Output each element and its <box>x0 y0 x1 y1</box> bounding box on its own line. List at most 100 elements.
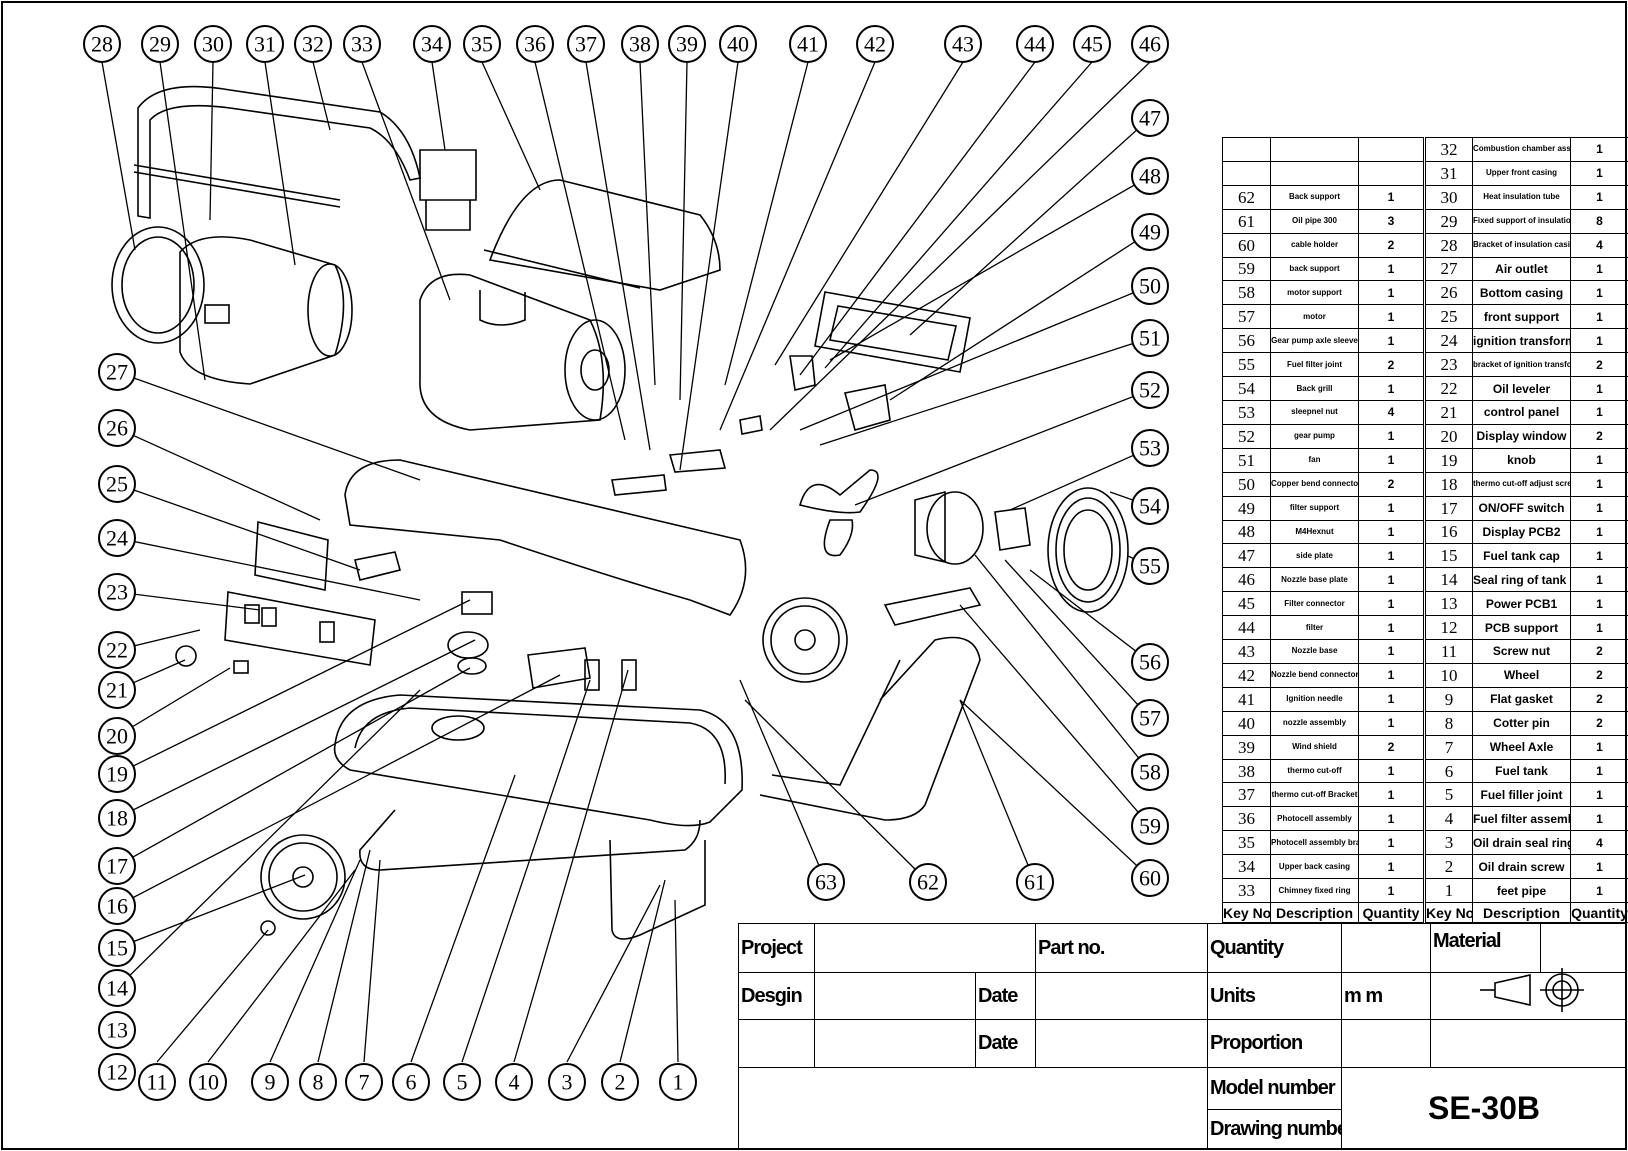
svg-text:61: 61 <box>1024 870 1046 895</box>
bom-key: 3 <box>1423 830 1473 856</box>
project-value[interactable] <box>814 922 1036 974</box>
callout: 59 <box>1131 807 1169 845</box>
bom-key: 53 <box>1222 399 1271 425</box>
handle <box>759 636 981 821</box>
material-value[interactable] <box>1540 922 1627 974</box>
bom-description: filter support <box>1270 495 1359 521</box>
svg-text:29: 29 <box>149 32 171 57</box>
bom-quantity: 1 <box>1358 615 1425 641</box>
bom-key: 24 <box>1423 328 1473 354</box>
bom-key: 44 <box>1222 615 1271 641</box>
callout: 54 <box>1131 487 1169 525</box>
design-label: Desgin <box>738 972 815 1021</box>
bom-key: 47 <box>1222 543 1271 569</box>
projection-cell <box>1430 972 1627 1021</box>
svg-text:35: 35 <box>471 32 493 57</box>
nozzle-assembly <box>739 415 763 435</box>
bom-key: 16 <box>1423 519 1473 545</box>
bom-quantity: 1 <box>1570 304 1628 330</box>
svg-text:60: 60 <box>1139 866 1161 891</box>
callout: 26 <box>98 409 136 447</box>
bom-quantity: 1 <box>1570 519 1628 545</box>
date-value-2[interactable] <box>1035 1019 1208 1068</box>
callout: 51 <box>1131 319 1169 357</box>
design-value[interactable] <box>814 972 976 1021</box>
svg-text:47: 47 <box>1139 106 1161 131</box>
callout: 43 <box>944 25 982 63</box>
proportion-label: Proportion <box>1207 1019 1342 1068</box>
callout: 62 <box>909 863 947 901</box>
svg-text:2: 2 <box>615 1070 626 1095</box>
bom-quantity: 1 <box>1570 615 1628 641</box>
bom-quantity: 1 <box>1358 328 1425 354</box>
model-number-value: SE-30B <box>1341 1066 1627 1151</box>
callout: 37 <box>567 25 605 63</box>
svg-text:52: 52 <box>1139 378 1161 403</box>
bom-quantity: 1 <box>1570 256 1628 282</box>
callouts-top: 28 29 30 31 32 33 34 35 36 37 38 39 40 4… <box>83 25 1169 63</box>
bom-key: 22 <box>1423 376 1473 401</box>
fuel-filter-assembly <box>621 659 637 691</box>
bom-key: 23 <box>1423 352 1473 378</box>
callout: 46 <box>1131 25 1169 63</box>
bom-description: Gear pump axle sleeve <box>1270 328 1359 354</box>
svg-text:22: 22 <box>106 638 128 663</box>
bom-key: 15 <box>1423 543 1473 569</box>
svg-text:26: 26 <box>106 416 128 441</box>
bom-quantity: 2 <box>1358 232 1425 258</box>
bom-header-cell: Key No. <box>1222 902 1271 923</box>
motor <box>926 491 984 565</box>
date-value-1[interactable] <box>1035 972 1208 1021</box>
bom-key: 36 <box>1222 806 1271 832</box>
filter <box>789 355 816 391</box>
callout: 6 <box>392 1063 430 1101</box>
bom-quantity: 1 <box>1358 447 1425 473</box>
bom-quantity: 1 <box>1358 591 1425 617</box>
bom-description: Photocell assembly bracket <box>1270 830 1359 856</box>
bom-description: Ignition needle <box>1270 686 1359 712</box>
bom-key <box>1222 137 1271 162</box>
bom-description: bracket of ignition transformer <box>1472 352 1571 378</box>
bom-quantity: 1 <box>1570 376 1628 401</box>
svg-text:38: 38 <box>629 32 651 57</box>
bom-description: Cotter pin <box>1472 710 1571 736</box>
bom-quantity: 1 <box>1570 854 1628 880</box>
svg-text:5: 5 <box>457 1070 468 1095</box>
bom-key: 28 <box>1423 232 1473 258</box>
bom-quantity: 2 <box>1358 734 1425 760</box>
proportion-value[interactable] <box>1341 1019 1431 1068</box>
quantity-value[interactable] <box>1341 922 1431 974</box>
bom-quantity: 1 <box>1358 256 1425 282</box>
svg-text:8: 8 <box>313 1070 324 1095</box>
bom-description <box>1270 137 1359 162</box>
svg-text:46: 46 <box>1139 32 1161 57</box>
bom-header-cell: Key No. <box>1423 902 1473 923</box>
svg-text:49: 49 <box>1139 220 1161 245</box>
bom-quantity: 2 <box>1570 710 1628 736</box>
bom-description: Bracket of insulation casing <box>1472 232 1571 258</box>
callout: 27 <box>98 353 136 391</box>
callouts-left: 27 26 25 24 23 22 21 20 19 18 17 16 15 1… <box>98 353 136 1091</box>
svg-text:41: 41 <box>797 32 819 57</box>
bom-quantity: 1 <box>1570 447 1628 473</box>
bom-quantity: 1 <box>1358 304 1425 330</box>
bom-description: Power PCB1 <box>1472 591 1571 617</box>
bom-key: 51 <box>1222 447 1271 473</box>
rear-wheel <box>762 597 848 683</box>
project-label: Project <box>738 922 815 974</box>
svg-text:39: 39 <box>676 32 698 57</box>
svg-text:21: 21 <box>106 678 128 703</box>
callout: 15 <box>98 929 136 967</box>
bom-key: 6 <box>1423 758 1473 784</box>
bom-description: feet pipe <box>1472 878 1571 903</box>
heater-parts <box>111 85 1129 940</box>
bom-quantity: 8 <box>1570 208 1628 234</box>
bom-quantity: 2 <box>1570 662 1628 688</box>
callout: 44 <box>1016 25 1054 63</box>
bom-key: 40 <box>1222 710 1271 736</box>
svg-text:6: 6 <box>406 1070 417 1095</box>
